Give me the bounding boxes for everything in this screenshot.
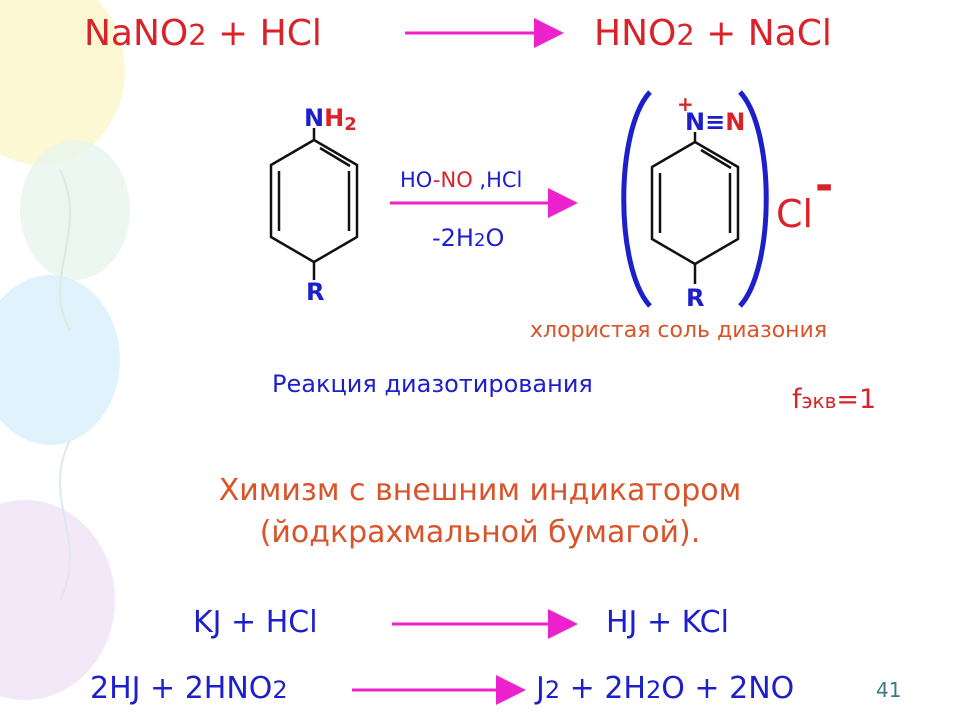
equivalence-factor: fэкв=1 bbox=[792, 384, 877, 415]
counterion-charge: - bbox=[815, 160, 834, 211]
diazonium-charge: + bbox=[677, 92, 694, 116]
eq2-left: 2HJ + 2HNO2 bbox=[90, 671, 288, 706]
amino-group: NH2 bbox=[304, 104, 357, 135]
reagent-below: -2H2O bbox=[432, 224, 505, 252]
product-benzene-ring bbox=[650, 132, 740, 284]
counterion: Cl bbox=[776, 192, 814, 236]
chemistry-title-line2: (йодкрахмальной бумагой). bbox=[259, 515, 701, 550]
chemistry-title-line1: Химизм с внешним индикатором bbox=[218, 473, 742, 508]
diazonium-group: N≡N bbox=[685, 108, 746, 136]
right-bracket bbox=[738, 90, 769, 308]
product-caption: хлористая соль диазония bbox=[530, 318, 828, 343]
page-number: 41 bbox=[876, 678, 902, 702]
reactant-benzene-ring bbox=[269, 128, 359, 280]
eq2-right: J2 + 2H2O + 2NO bbox=[536, 671, 795, 706]
chemistry-title: Химизм с внешним индикатором (йодкрахмал… bbox=[0, 470, 960, 554]
left-bracket bbox=[621, 90, 652, 308]
eq1-right: HJ + KCl bbox=[606, 605, 729, 640]
top-equation-right: HNO2 + NaCl bbox=[594, 13, 832, 54]
reagent-above: HO-NO ,HCl bbox=[400, 168, 523, 192]
product-substituent: R bbox=[686, 284, 705, 312]
eq1-left: KJ + HCl bbox=[193, 605, 318, 640]
reactant-substituent: R bbox=[306, 278, 325, 306]
top-equation-left: NaNO2 + HCl bbox=[84, 13, 322, 54]
reaction-name: Реакция диазотирования bbox=[272, 370, 593, 398]
